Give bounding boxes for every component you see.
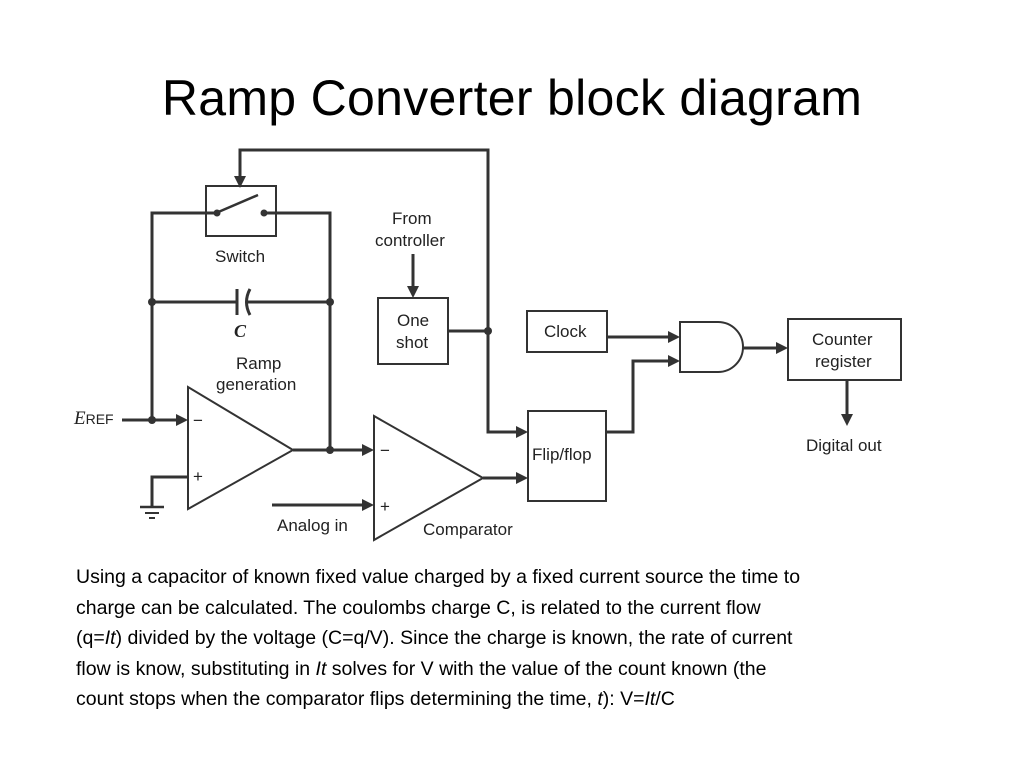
eref-arrow (176, 414, 188, 426)
counter-label-2: register (815, 352, 872, 371)
comparator-plus: + (380, 497, 390, 516)
comparator-minus: − (380, 441, 390, 460)
ground-wire (150, 475, 188, 506)
from-controller-label-2: controller (375, 231, 445, 250)
switch-contact (215, 193, 259, 215)
digital-out-arrow (841, 414, 853, 426)
description-text-segment: count stops when the comparator flips de… (76, 688, 598, 710)
description-italic-t: t (597, 688, 603, 710)
cap-plate-right (245, 288, 252, 316)
comparator-label: Comparator (423, 520, 513, 539)
capacitor-label: C (234, 321, 247, 341)
cap-node-left (148, 298, 156, 306)
counter-label-1: Counter (812, 330, 873, 349)
description-text: Using a capacitor of known fixed value c… (76, 562, 976, 715)
controller-arrow (407, 286, 419, 298)
flipflop-reset-arrow (516, 426, 528, 438)
ramp-label-1: Ramp (236, 354, 281, 373)
description-line-1: Using a capacitor of known fixed value c… (76, 566, 801, 588)
switch-label: Switch (215, 247, 265, 266)
from-controller-label-1: From (392, 209, 432, 228)
ramp-opamp (187, 385, 295, 511)
flipflop-reset-wire (486, 331, 518, 434)
description-italic-it: It (644, 688, 656, 710)
clock-label: Clock (544, 322, 587, 341)
description-text-segment: solves for V with the value of the count… (326, 657, 767, 680)
description-line-2: charge can be calculated. The coulombs c… (76, 596, 761, 619)
ramp-output-node (326, 446, 334, 454)
switch-right-wire (264, 211, 332, 450)
description-text-segment: (q= (76, 627, 105, 649)
analog-in-label: Analog in (277, 516, 348, 535)
clock-output-arrow (668, 331, 680, 343)
switch-control-wire (238, 148, 490, 430)
flipflop-output-wire (606, 359, 670, 434)
description-italic-it: It (104, 627, 116, 649)
description-line-5: count stops when the comparator flips de… (76, 688, 675, 710)
digital-out-label: Digital out (806, 436, 882, 455)
eref-node (148, 416, 156, 424)
one-shot-block (377, 297, 449, 365)
one-shot-label-2: shot (396, 333, 428, 352)
switch-left-wire (150, 211, 217, 420)
description-text-segment: ) divided by the voltage (C=q/V). Since … (115, 627, 793, 649)
comparator-opamp (373, 414, 486, 542)
description-text-segment: flow is know, substituting in (76, 657, 316, 680)
ramp-converter-diagram: Switch C Ramp generation − + EREF − + Co… (73, 148, 902, 542)
one-shot-label-1: One (397, 311, 429, 330)
and-output-arrow (776, 342, 788, 354)
description-line-4: flow is know, substituting in It solves … (76, 658, 766, 680)
slide-title: Ramp Converter block diagram (161, 70, 863, 126)
cap-node-right (326, 298, 334, 306)
description-line-3: (q=It) divided by the voltage (C=q/V). S… (76, 627, 792, 649)
clock-block (526, 310, 608, 353)
flipflop-output-arrow (668, 355, 680, 367)
flip-flop-block (527, 410, 607, 502)
comparator-output-arrow (516, 472, 528, 484)
eref-label: EREF (73, 408, 114, 429)
switch-control-arrow (234, 176, 246, 188)
and-gate (679, 321, 744, 373)
flip-flop-label: Flip/flop (532, 445, 592, 464)
ramp-plus: + (193, 467, 203, 486)
ramp-minus: − (193, 411, 203, 430)
counter-register-block (787, 318, 902, 381)
description-text-segment: /C (655, 688, 675, 710)
ramp-output-arrow (362, 444, 374, 456)
ramp-label-2: generation (216, 375, 296, 394)
description-italic-it: It (315, 657, 327, 680)
analog-in-arrow (362, 499, 374, 511)
description-text-segment: ): V= (602, 688, 645, 710)
